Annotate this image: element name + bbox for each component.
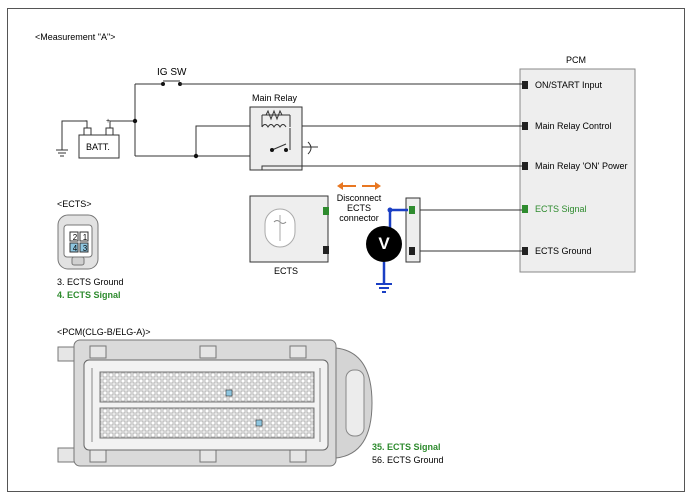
ects-pin-2: 2 [72,233,78,242]
relay-resistor [265,109,283,121]
battery-neg-terminal [83,127,92,136]
voltmeter [366,226,402,262]
relay-coil-feed [195,125,250,156]
ects-pin-3: 3 [82,244,88,253]
disconnect-label-line3: connector [339,213,379,223]
pcm-box [519,68,636,273]
pcm-pin-label-ects-signal: ECTS Signal [535,204,587,214]
ects-pin-4: 4 [72,244,78,253]
ig-sw-label: IG SW [157,67,187,78]
battery [78,134,120,159]
main-relay-power-wire [261,165,522,170]
pcm-pin-label-main-relay-control: Main Relay Control [535,121,612,131]
ects-pin-signal [323,207,329,215]
battery-ground-wire [61,120,88,150]
ects-connector-title: <ECTS> [57,199,92,209]
ects-legend-signal: 4. ECTS Signal [57,290,121,300]
pcm-pin-main-relay-control [522,122,528,130]
pcm-title: PCM [566,55,586,65]
diagram-frame [7,8,685,492]
battery-positive-wire [109,120,135,128]
ects-sensor-label: ECTS [274,266,299,276]
voltmeter-symbol: V [378,234,390,253]
pcm-pin-ects-signal [522,205,528,213]
pcm-pin-label-ects-ground: ECTS Ground [535,246,592,256]
pcm-legend-ground: 56. ECTS Ground [372,455,444,465]
ects-legend-ground: 3. ECTS Ground [57,277,124,287]
disconnect-label-line2: ECTS [346,203,371,213]
pcm-pin-label-main-relay-power: Main Relay 'ON' Power [535,161,628,171]
main-relay-label: Main Relay [252,93,298,103]
pcm-pin-main-relay-power [522,162,528,170]
relay-diode-arc [307,141,312,155]
disconnect-label-line1: Disconnect [336,193,382,203]
ects-pin-1: 1 [82,233,88,242]
battery-label: BATT. [86,142,110,152]
pcm-pin-ects-ground [522,247,528,255]
pcm-pin-on-start [522,81,528,89]
battery-pos-terminal [105,127,114,136]
pcm-legend-signal: 35. ECTS Signal [372,442,441,452]
pcm-connector-drawing [57,339,373,467]
pcm-connector-title: <PCM(CLG-B/ELG-A)> [57,327,151,337]
pcm-pin-label-on-start: ON/START Input [535,80,603,90]
relay-switch [271,143,287,151]
ects-pin-ground [323,246,329,254]
battery-neg-label: - [85,118,88,125]
page-title: <Measurement "A"> [35,32,116,42]
relay-coil [261,124,287,128]
battery-pos-label: + [106,118,111,125]
